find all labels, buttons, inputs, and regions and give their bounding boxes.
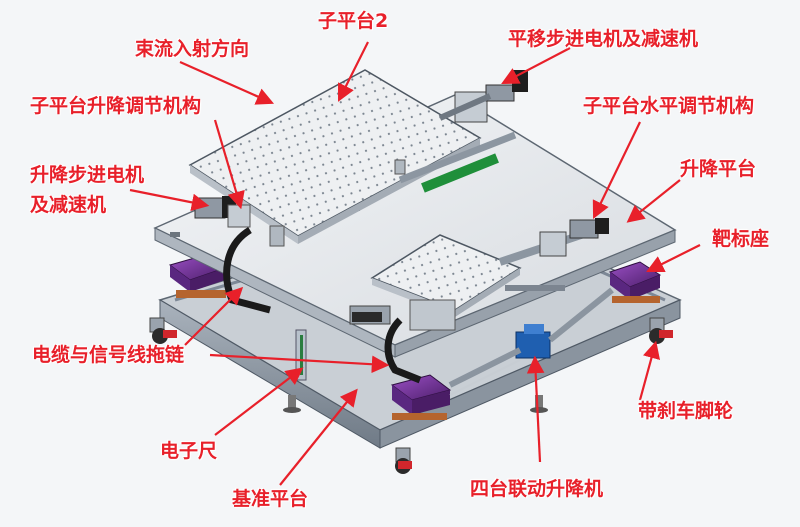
linkage-shafts <box>448 287 614 396</box>
arrow-base-platform <box>279 388 358 486</box>
label-sub-platform-lift: 子平台升降调节机构 <box>30 95 202 117</box>
label-sub-platform-horizontal: 子平台水平调节机构 <box>583 95 755 117</box>
lift-platform <box>153 94 677 358</box>
leveling-foot <box>283 395 548 413</box>
arrow-electronic-ruler <box>214 367 304 436</box>
arrow-four-jack-lift <box>526 355 545 463</box>
label-sub-platform-2: 子平台2 <box>318 10 389 32</box>
arrow-sub-platform-lift <box>213 119 245 210</box>
caster-wheels <box>149 317 673 474</box>
label-braked-caster: 带刹车脚轮 <box>638 400 734 422</box>
arrow-sub-platform-horizontal <box>592 121 641 219</box>
label-base-platform: 基准平台 <box>232 488 309 510</box>
caster-left <box>149 317 177 344</box>
label-lift-platform: 升降平台 <box>680 158 757 180</box>
arrow-cable-chain <box>184 286 244 346</box>
arrow-cable-chain-2 <box>209 353 390 374</box>
horizontal-adjust-mechanism <box>498 218 609 291</box>
label-lift-motor: 升降步进电机及减速机 <box>30 164 145 216</box>
jack-front <box>390 374 452 420</box>
arrow-braked-caster <box>638 340 661 401</box>
caster-front <box>395 447 412 474</box>
label-target-seat: 靶标座 <box>712 228 770 250</box>
arrow-translation-motor <box>501 47 571 85</box>
sub-platform-1 <box>349 234 522 331</box>
arrow-lift-motor <box>129 188 210 212</box>
label-electronic-ruler: 电子尺 <box>160 440 218 462</box>
arrow-beam-direction <box>179 60 275 105</box>
arrow-sub-platform-2 <box>338 41 369 102</box>
label-four-jack-lift: 四台联动升降机 <box>470 478 604 500</box>
arrow-lift-platform <box>626 179 681 223</box>
caster-right <box>649 317 673 344</box>
label-cable-chain: 电缆与信号线拖链 <box>32 344 185 366</box>
arrow-target-seat <box>646 244 701 272</box>
label-beam-direction: 束流入射方向 <box>135 38 250 60</box>
label-translation-motor: 平移步进电机及减速机 <box>508 28 699 50</box>
translation-mechanism <box>398 70 528 193</box>
annotation-arrows <box>129 41 701 486</box>
